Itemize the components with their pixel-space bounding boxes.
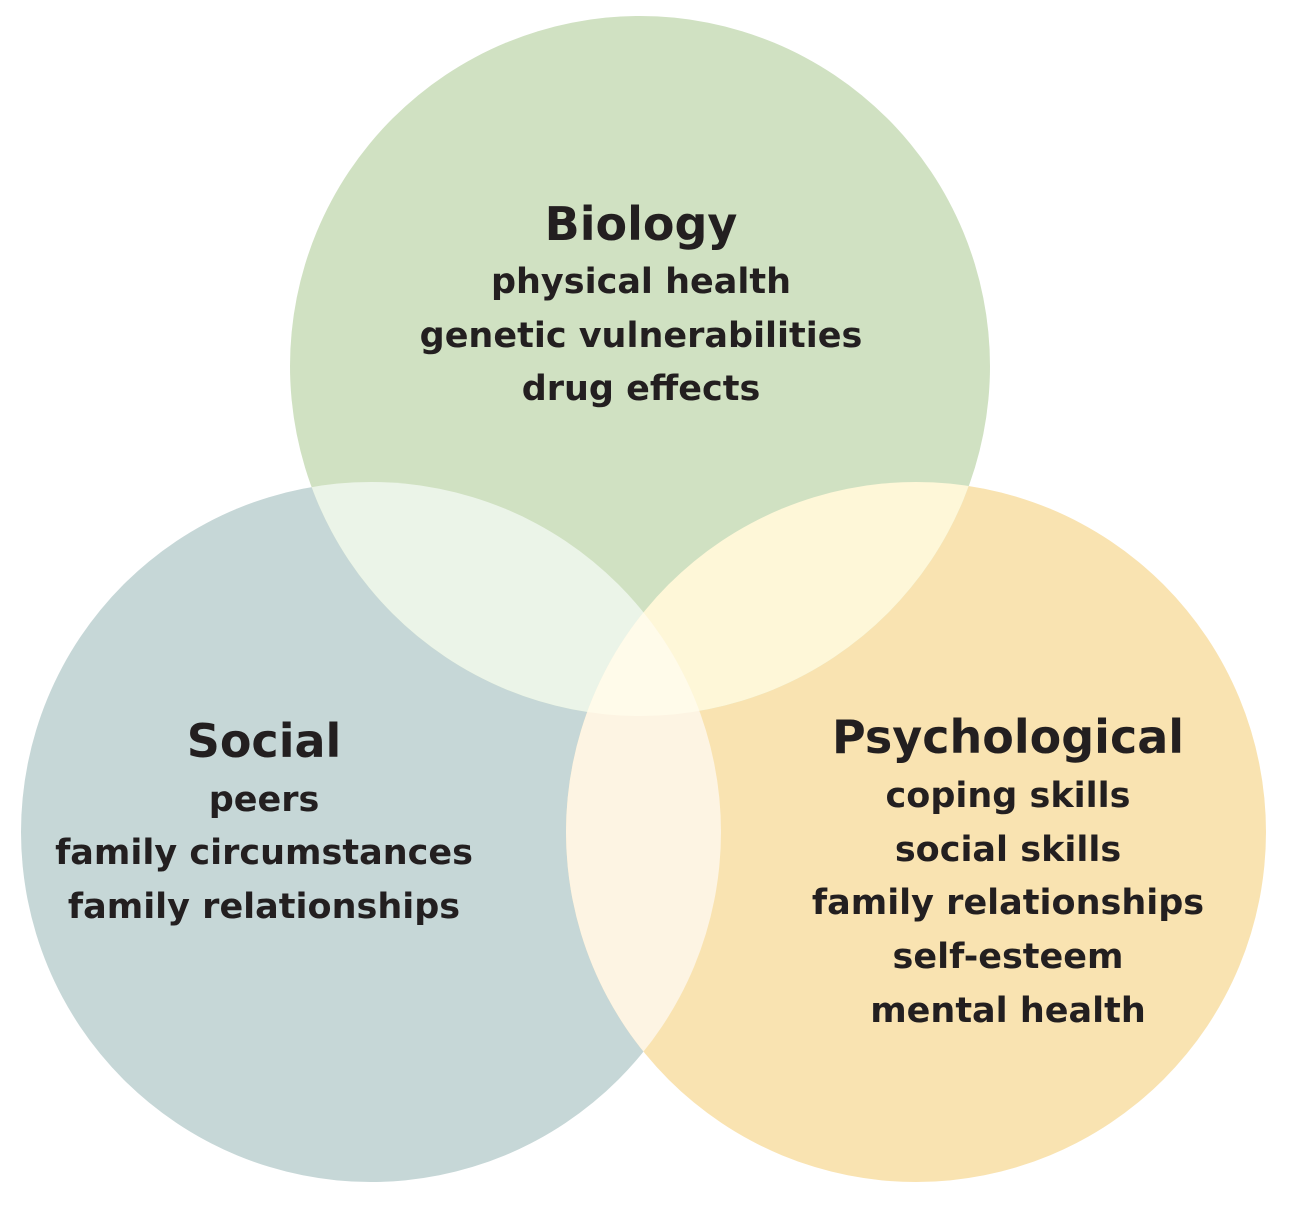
psychological-label-group: Psychological coping skills social skill… xyxy=(812,710,1204,1031)
biology-item: drug effects xyxy=(522,369,761,409)
social-item: family relationships xyxy=(68,887,460,927)
social-item: family circumstances xyxy=(55,833,473,873)
social-label-group: Social peers family circumstances family… xyxy=(55,714,473,927)
psychological-item: mental health xyxy=(870,991,1146,1031)
biology-item: physical health xyxy=(491,262,791,302)
biology-item: genetic vulnerabilities xyxy=(420,316,863,356)
psychological-item: family relationships xyxy=(812,883,1204,923)
psychological-item: coping skills xyxy=(886,776,1131,816)
psychological-title: Psychological xyxy=(832,710,1184,764)
biology-psychological-overlap xyxy=(566,482,990,716)
psychological-item: self-esteem xyxy=(893,937,1124,977)
biology-title: Biology xyxy=(545,197,738,251)
psychological-item: social skills xyxy=(895,830,1121,870)
biology-social-overlap xyxy=(290,482,721,716)
biology-label-group: Biology physical health genetic vulnerab… xyxy=(420,197,863,409)
social-item: peers xyxy=(209,780,320,820)
social-title: Social xyxy=(187,714,342,768)
